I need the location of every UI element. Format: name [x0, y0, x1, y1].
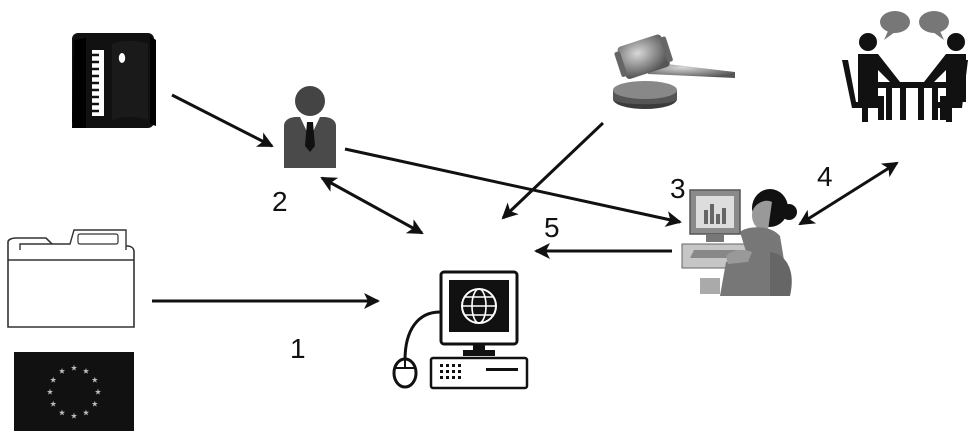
eu-star-icon	[50, 376, 57, 383]
eu-star-icon	[46, 388, 54, 395]
eu-star-icon	[82, 368, 90, 374]
connector-arrows	[152, 93, 899, 309]
step-label-2: 2	[272, 186, 288, 217]
arrow-person-computer	[320, 176, 424, 235]
computer-web-icon	[392, 270, 529, 390]
eu-star-icon	[50, 400, 57, 407]
arrow-analyst-meeting	[798, 161, 899, 226]
gavel-icon	[613, 34, 735, 109]
step-label-1: 1	[290, 333, 306, 364]
eu-star-icon	[91, 376, 98, 383]
businessman-icon	[284, 86, 336, 168]
folder-icon	[7, 229, 135, 328]
step-label-5: 5	[544, 212, 560, 243]
eu-star-icon	[70, 364, 78, 371]
arrow-person-to-analyst	[344, 147, 682, 227]
eu-star-icon	[82, 409, 90, 416]
eu-star-icon	[91, 400, 98, 407]
eu-star-icon	[70, 412, 78, 419]
step-label-3: 3	[670, 173, 686, 204]
eu-star-icon	[94, 388, 102, 395]
meeting-table-icon	[842, 11, 968, 122]
document-binder-icon	[72, 33, 156, 128]
arrow-binder-to-person	[171, 93, 274, 148]
step-label-4: 4	[817, 161, 833, 192]
eu-flag-icon	[14, 352, 134, 431]
analyst-at-computer-icon	[681, 189, 797, 296]
eu-star-icon	[58, 409, 66, 416]
eu-star-icon	[58, 368, 66, 374]
arrow-gavel-to-computer	[501, 121, 605, 220]
